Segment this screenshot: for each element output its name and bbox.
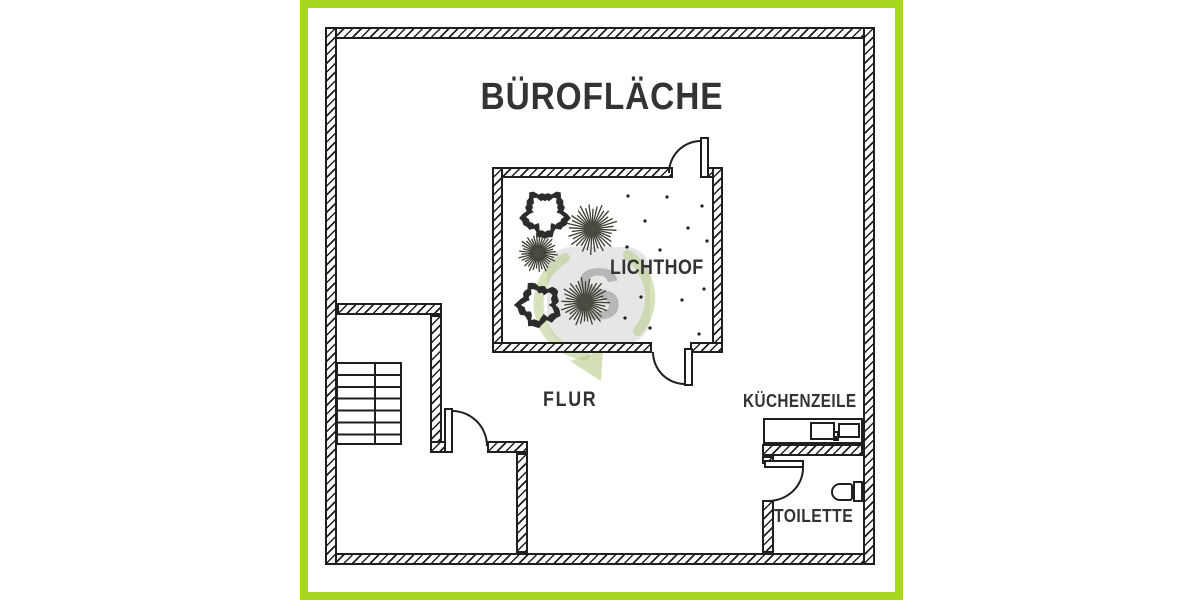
stairwell-wall-right	[430, 315, 442, 447]
stairs-icon	[336, 362, 402, 445]
sink-basin-left-icon	[810, 422, 835, 440]
sink-basin-right-icon	[838, 423, 860, 438]
stairwell-door-leaf	[444, 408, 453, 453]
atrium-bottom-door-leaf	[684, 348, 693, 386]
outer-wall-bottom	[325, 553, 875, 565]
outer-wall-top	[325, 27, 875, 39]
toilet-cistern-icon	[853, 481, 863, 502]
toilet-wall-left-lower	[762, 500, 774, 553]
toilet-bowl-icon	[831, 483, 853, 501]
room-label-kitchenette: KÜCHENZEILE	[743, 391, 857, 411]
atrium-wall-bottom-right	[690, 342, 723, 353]
toilet-door-leaf	[764, 460, 804, 468]
sink-tap-dot-icon	[834, 436, 838, 439]
hall-wall-pillar	[516, 453, 528, 553]
atrium-wall-top-left	[492, 167, 673, 178]
outer-wall-right	[863, 27, 875, 565]
atrium-wall-left	[492, 167, 503, 353]
atrium-wall-right	[712, 167, 723, 353]
room-label-atrium: LICHTHOF	[610, 256, 704, 279]
atrium-top-door-leaf	[700, 137, 709, 178]
atrium-wall-bottom-left	[492, 342, 652, 353]
hall-wall-segment	[487, 441, 528, 453]
room-label-hallway: FLUR	[543, 388, 598, 411]
page-title: BÜROFLÄCHE	[480, 76, 724, 118]
stairwell-wall-top	[337, 303, 442, 315]
room-label-toilet: TOILETTE	[774, 505, 854, 526]
toilet-wall-top	[762, 444, 863, 456]
outer-wall-left	[325, 27, 337, 565]
